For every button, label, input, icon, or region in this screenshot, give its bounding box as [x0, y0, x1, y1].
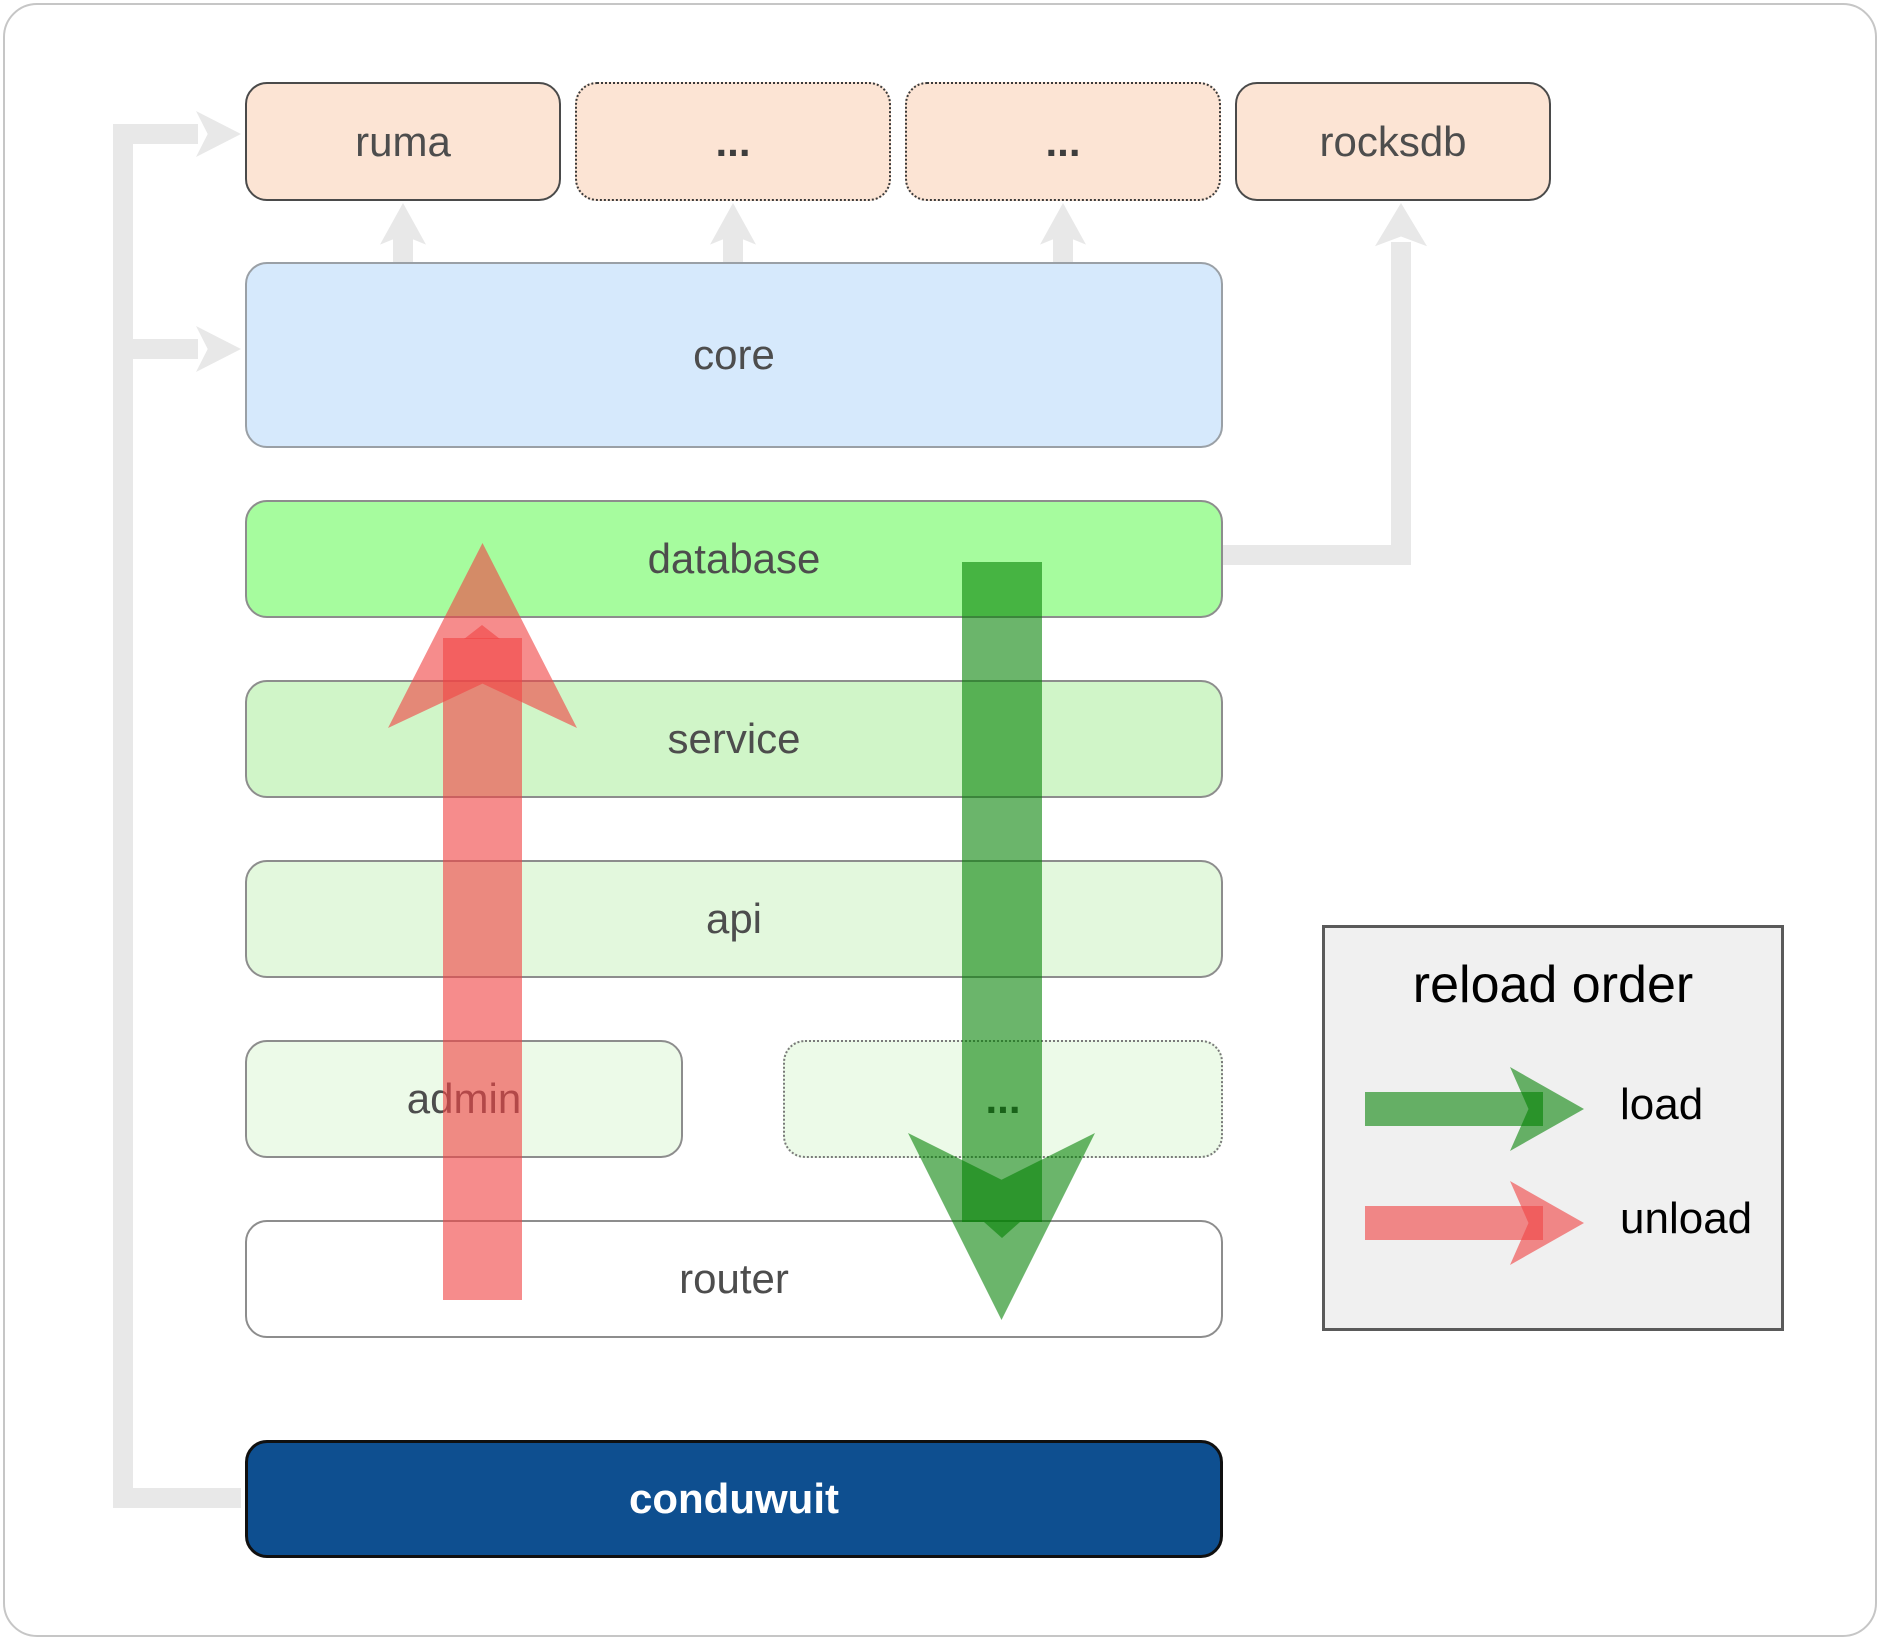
node-dependency-ellipsis-2-label: ... — [1045, 117, 1081, 165]
unload-arrow-shaft — [443, 638, 522, 1300]
node-rocksdb-label: rocksdb — [1319, 117, 1467, 165]
node-conduwuit: conduwuit — [245, 1440, 1223, 1558]
connector-core-to-dep-a — [723, 232, 743, 262]
node-api-label: api — [705, 895, 763, 942]
node-database-label: database — [647, 535, 821, 582]
node-router: router — [245, 1220, 1223, 1338]
outer-frame — [3, 3, 1877, 1637]
node-conduwuit-label: conduwuit — [629, 1475, 839, 1522]
load-arrow-shaft — [962, 562, 1042, 1222]
node-service-label: service — [667, 715, 801, 762]
node-core-label: core — [693, 331, 775, 378]
legend-load-label: load — [1620, 1080, 1704, 1129]
node-api: api — [245, 860, 1223, 978]
connector-database-to-rocksdb-vertical — [1391, 242, 1411, 565]
connector-database-to-rocksdb-horizontal — [1223, 545, 1411, 565]
connector-branch-to-ruma — [113, 124, 198, 144]
node-ruma: ruma — [245, 82, 561, 201]
connector-branch-from-conduwuit — [113, 1488, 241, 1508]
connector-conduwuit-left-elbow — [113, 124, 133, 1508]
node-ruma-label: ruma — [355, 117, 451, 165]
node-dependency-ellipsis-2: ... — [905, 82, 1221, 201]
legend-load-arrow-shaft — [1365, 1092, 1543, 1126]
legend-unload-label: unload — [1620, 1194, 1753, 1243]
legend-title: reload order — [1412, 956, 1694, 1014]
node-rocksdb: rocksdb — [1235, 82, 1551, 201]
node-dependency-ellipsis-1-label: ... — [715, 117, 751, 165]
node-router-label: router — [679, 1255, 789, 1302]
legend-unload-arrow-shaft — [1365, 1206, 1543, 1240]
node-database: database — [245, 500, 1223, 618]
node-core: core — [245, 262, 1223, 448]
connector-core-to-ruma — [393, 232, 413, 262]
legend: reload order load unload — [1322, 925, 1784, 1331]
node-service: service — [245, 680, 1223, 798]
connector-branch-to-core — [113, 339, 198, 359]
connector-core-to-dep-b — [1053, 232, 1073, 262]
node-dependency-ellipsis-1: ... — [575, 82, 891, 201]
